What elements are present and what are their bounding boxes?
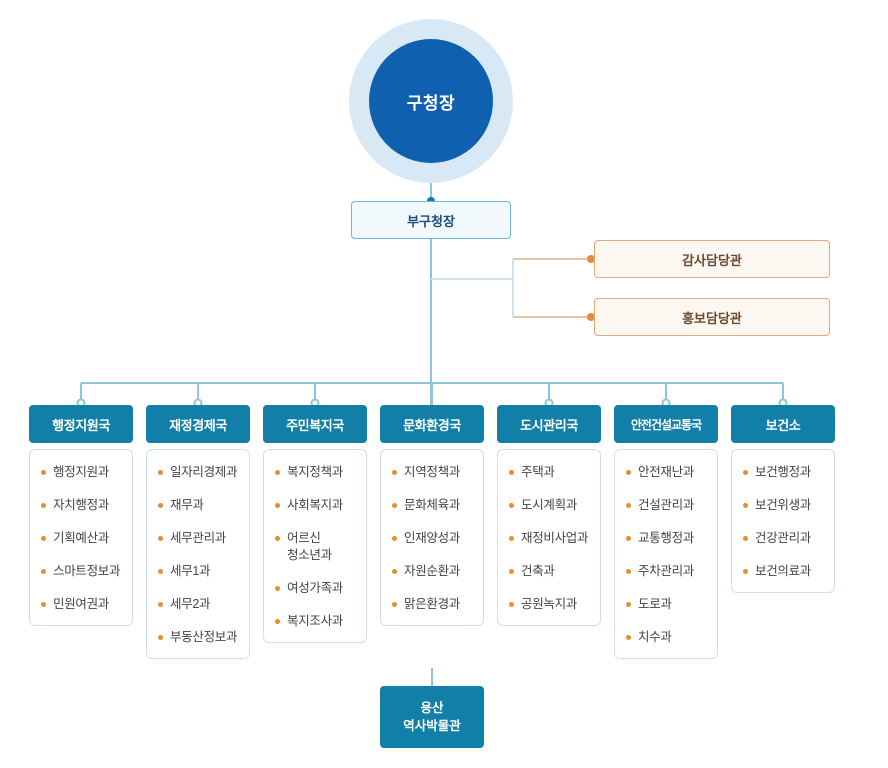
department-item[interactable]: 자치행정과 — [40, 497, 122, 514]
department-header-3[interactable]: 문화환경국 — [380, 405, 484, 443]
department-item[interactable]: 안전재난과 — [625, 464, 707, 481]
department-item[interactable]: 자원순환과 — [391, 563, 473, 580]
department-item[interactable]: 복지조사과 — [274, 613, 356, 630]
head-mayor-label: 구청장 — [369, 39, 493, 163]
department-item[interactable]: 여성가족과 — [274, 580, 356, 597]
node-staff-audit[interactable]: 감사담당관 — [594, 240, 830, 278]
department-item[interactable]: 도시계획과 — [508, 497, 590, 514]
department-item[interactable]: 주차관리과 — [625, 563, 707, 580]
department-item[interactable]: 부동산정보과 — [157, 629, 239, 646]
department-item[interactable]: 재정비사업과 — [508, 530, 590, 547]
department-item[interactable]: 건설관리과 — [625, 497, 707, 514]
department-item[interactable]: 건축과 — [508, 563, 590, 580]
department-item[interactable]: 공원녹지과 — [508, 596, 590, 613]
department-item[interactable]: 보건행정과 — [742, 464, 824, 481]
museum-label-line1: 용산 — [420, 701, 444, 715]
department-item[interactable]: 기획예산과 — [40, 530, 122, 547]
department-item[interactable]: 보건위생과 — [742, 497, 824, 514]
department-item[interactable]: 맑은환경과 — [391, 596, 473, 613]
department-item[interactable]: 치수과 — [625, 629, 707, 646]
department-column-1: 재정경제국 일자리경제과 재무과 세무관리과 세무1과 세무2과 부동산정보과 — [146, 405, 250, 659]
department-header-6[interactable]: 보건소 — [731, 405, 835, 443]
department-item[interactable]: 세무2과 — [157, 596, 239, 613]
department-item[interactable]: 세무관리과 — [157, 530, 239, 547]
department-item[interactable]: 민원여권과 — [40, 596, 122, 613]
node-head-mayor[interactable]: 구청장 — [349, 19, 513, 183]
department-column-6: 보건소 보건행정과 보건위생과 건강관리과 보건의료과 — [731, 405, 835, 593]
department-header-1[interactable]: 재정경제국 — [146, 405, 250, 443]
department-item[interactable]: 행정지원과 — [40, 464, 122, 481]
node-deputy-mayor[interactable]: 부구청장 — [351, 201, 511, 239]
department-column-2: 주민복지국 복지정책과 사회복지과 어르신 청소년과 여성가족과 복지조사과 — [263, 405, 367, 643]
department-items-2: 복지정책과 사회복지과 어르신 청소년과 여성가족과 복지조사과 — [263, 449, 367, 643]
department-item[interactable]: 일자리경제과 — [157, 464, 239, 481]
department-item[interactable]: 스마트정보과 — [40, 563, 122, 580]
department-items-1: 일자리경제과 재무과 세무관리과 세무1과 세무2과 부동산정보과 — [146, 449, 250, 659]
department-items-3: 지역정책과 문화체육과 인재양성과 자원순환과 맑은환경과 — [380, 449, 484, 626]
department-column-4: 도시관리국 주택과 도시계획과 재정비사업과 건축과 공원녹지과 — [497, 405, 601, 626]
node-museum[interactable]: 용산 역사박물관 — [380, 686, 484, 748]
museum-label-line2: 역사박물관 — [403, 719, 461, 733]
department-header-5[interactable]: 안전건설교통국 — [614, 405, 718, 443]
department-header-0[interactable]: 행정지원국 — [29, 405, 133, 443]
department-item[interactable]: 보건의료과 — [742, 563, 824, 580]
department-items-0: 행정지원과 자치행정과 기획예산과 스마트정보과 민원여권과 — [29, 449, 133, 626]
department-item[interactable]: 사회복지과 — [274, 497, 356, 514]
department-items-5: 안전재난과 건설관리과 교통행정과 주차관리과 도로과 치수과 — [614, 449, 718, 659]
department-column-3: 문화환경국 지역정책과 문화체육과 인재양성과 자원순환과 맑은환경과 — [380, 405, 484, 626]
department-header-2[interactable]: 주민복지국 — [263, 405, 367, 443]
department-item[interactable]: 건강관리과 — [742, 530, 824, 547]
department-item[interactable]: 지역정책과 — [391, 464, 473, 481]
department-header-4[interactable]: 도시관리국 — [497, 405, 601, 443]
department-item[interactable]: 도로과 — [625, 596, 707, 613]
department-item[interactable]: 세무1과 — [157, 563, 239, 580]
department-item[interactable]: 주택과 — [508, 464, 590, 481]
department-item[interactable]: 교통행정과 — [625, 530, 707, 547]
department-item[interactable]: 인재양성과 — [391, 530, 473, 547]
department-item[interactable]: 재무과 — [157, 497, 239, 514]
department-column-0: 행정지원국 행정지원과 자치행정과 기획예산과 스마트정보과 민원여권과 — [29, 405, 133, 626]
department-column-5: 안전건설교통국 안전재난과 건설관리과 교통행정과 주차관리과 도로과 치수과 — [614, 405, 718, 659]
department-item[interactable]: 문화체육과 — [391, 497, 473, 514]
department-item[interactable]: 어르신 청소년과 — [274, 530, 356, 564]
department-items-6: 보건행정과 보건위생과 건강관리과 보건의료과 — [731, 449, 835, 593]
department-item[interactable]: 복지정책과 — [274, 464, 356, 481]
department-items-4: 주택과 도시계획과 재정비사업과 건축과 공원녹지과 — [497, 449, 601, 626]
node-staff-pr[interactable]: 홍보담당관 — [594, 298, 830, 336]
